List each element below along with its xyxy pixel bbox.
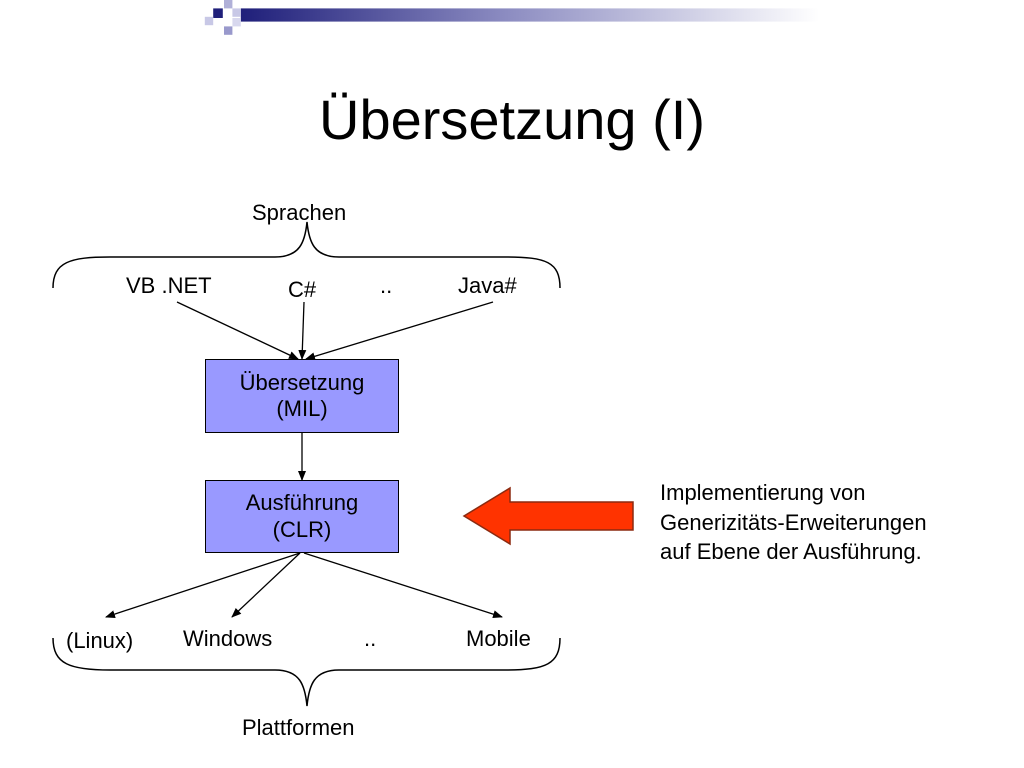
note-line-1: Implementierung von: [660, 480, 866, 505]
arrow-execute-to-mobile: [303, 552, 503, 619]
language-csharp: C#: [288, 277, 317, 302]
platform-mobile: Mobile: [466, 626, 531, 651]
language-java: Java#: [458, 273, 517, 298]
platform-ellipsis: ..: [364, 626, 377, 651]
header-decoration: [204, 0, 820, 35]
language-ellipsis: ..: [380, 273, 393, 298]
platforms-label: Plattformen: [242, 715, 355, 740]
header-square-light-2: [232, 8, 241, 17]
slide-title: Übersetzung (I): [319, 88, 705, 151]
platforms-brace: [52, 637, 561, 707]
compile-box-line1: Übersetzung: [239, 369, 365, 395]
execute-box: Ausführung (CLR): [205, 480, 399, 553]
compile-box: Übersetzung (MIL): [205, 359, 399, 433]
header-square-light-1: [224, 0, 233, 9]
header-gradient-bar: [240, 8, 820, 22]
header-square-mid: [224, 26, 233, 35]
language-vbnet: VB .NET: [126, 273, 212, 298]
execute-box-line1: Ausführung: [245, 490, 359, 516]
red-arrow-icon: [462, 486, 634, 546]
arrow-vbnet-to-compile: [176, 301, 299, 360]
languages-brace: [52, 221, 561, 289]
compile-box-line2: (MIL): [276, 396, 328, 421]
platform-windows: Windows: [183, 626, 273, 651]
arrow-csharp-to-compile: [298, 301, 307, 360]
note-line-2: Generizitäts-Erweiterungen: [660, 509, 927, 535]
arrow-java-to-compile: [305, 301, 494, 361]
platform-linux: (Linux): [66, 628, 134, 653]
header-square-navy: [213, 8, 223, 18]
arrow-execute-to-windows: [231, 552, 301, 618]
header-square-light-3: [204, 16, 214, 26]
languages-label: Sprachen: [252, 200, 347, 225]
header-square-light-4: [232, 18, 241, 27]
implementation-note: Implementierung von Generizitäts-Erweite…: [660, 478, 927, 567]
execute-box-line2: (CLR): [272, 516, 332, 542]
note-line-3: auf Ebene der Ausführung.: [660, 539, 922, 565]
arrow-execute-to-linux: [105, 552, 301, 618]
